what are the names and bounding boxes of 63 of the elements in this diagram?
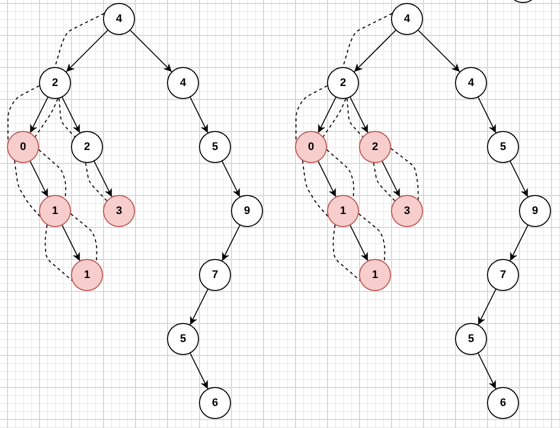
arrow bbox=[418, 30, 460, 72]
node-value: 2 bbox=[84, 142, 90, 152]
dashed-line bbox=[390, 148, 419, 200]
node-value: 6 bbox=[212, 398, 218, 408]
node-value: 0 bbox=[20, 142, 26, 152]
node-value: 2 bbox=[340, 78, 346, 88]
node-value: 1 bbox=[372, 270, 378, 280]
arrow bbox=[30, 96, 48, 134]
dashed-line bbox=[342, 13, 392, 68]
node-value: 5 bbox=[500, 142, 506, 152]
dashed-line bbox=[332, 224, 360, 281]
dashed-line bbox=[34, 98, 58, 138]
dashed-line bbox=[44, 224, 72, 281]
node-value: 1 bbox=[52, 206, 58, 216]
dashed-line bbox=[302, 160, 328, 217]
dashed-line bbox=[85, 162, 108, 202]
arrow bbox=[30, 160, 48, 198]
arrow bbox=[66, 30, 108, 72]
dashed-line bbox=[373, 162, 396, 202]
arrow bbox=[62, 96, 80, 134]
arrow bbox=[94, 160, 112, 198]
node-value: 9 bbox=[532, 206, 538, 216]
arrow bbox=[510, 224, 528, 262]
node-value: 1 bbox=[84, 270, 90, 280]
node-value: 6 bbox=[500, 398, 506, 408]
arrow bbox=[222, 224, 240, 262]
arrow bbox=[190, 288, 208, 326]
arrow bbox=[354, 30, 396, 72]
arrow bbox=[222, 160, 240, 198]
arrow bbox=[350, 224, 368, 262]
node-value: 2 bbox=[52, 78, 58, 88]
dashed-line bbox=[322, 98, 346, 138]
node-value: 4 bbox=[116, 14, 122, 24]
node-value: 3 bbox=[116, 206, 122, 216]
arrow bbox=[478, 352, 496, 390]
node-value: 3 bbox=[404, 206, 410, 216]
arrow bbox=[190, 352, 208, 390]
arrow bbox=[62, 224, 80, 262]
arrow bbox=[382, 160, 400, 198]
arrow bbox=[190, 96, 208, 134]
node-value: 4 bbox=[468, 78, 474, 88]
node-value: 4 bbox=[404, 14, 410, 24]
node-value: 7 bbox=[212, 270, 218, 280]
node-value: 1 bbox=[340, 206, 346, 216]
dashed-line bbox=[54, 13, 104, 68]
dashed-line bbox=[58, 98, 76, 138]
arrow bbox=[130, 30, 172, 72]
arrow bbox=[478, 288, 496, 326]
dashed-line bbox=[346, 98, 364, 138]
node-value: 7 bbox=[500, 270, 506, 280]
node-value: 5 bbox=[212, 142, 218, 152]
arrow bbox=[318, 96, 336, 134]
arrow bbox=[478, 96, 496, 134]
arrow bbox=[318, 160, 336, 198]
dashed-line bbox=[14, 160, 40, 217]
node-value: 5 bbox=[180, 334, 186, 344]
node-value: 5 bbox=[468, 334, 474, 344]
arrow bbox=[350, 96, 368, 134]
node-value: 2 bbox=[372, 142, 378, 152]
arrow bbox=[510, 160, 528, 198]
node-value: 9 bbox=[244, 206, 250, 216]
node-value: 4 bbox=[180, 78, 186, 88]
node-value: 0 bbox=[308, 142, 314, 152]
